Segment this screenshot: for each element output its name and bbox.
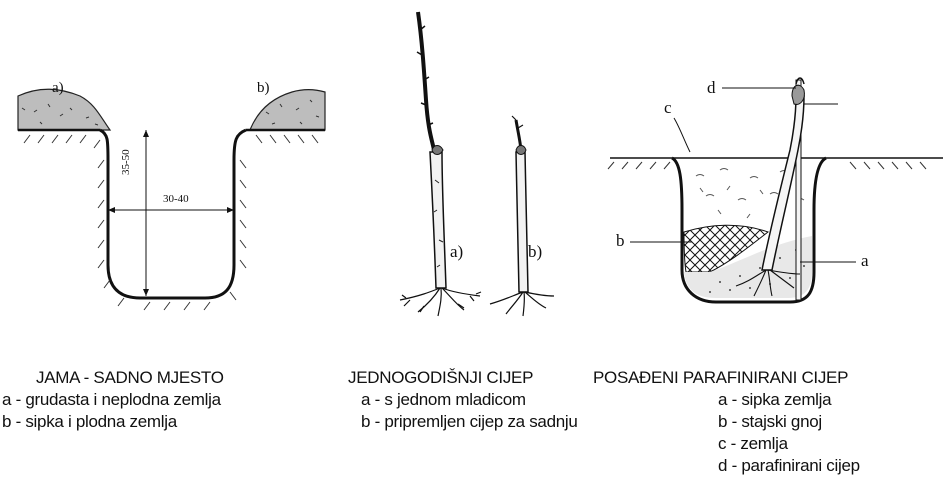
planted-label-b: b xyxy=(616,231,625,251)
pit-label-b: b) xyxy=(257,80,270,97)
pit-legend-a: a - grudasta i neplodna zemlja xyxy=(2,390,221,410)
cutting-b-roots xyxy=(490,292,554,316)
pit-width-label: 30-40 xyxy=(163,193,189,205)
planted-diagram xyxy=(600,0,943,330)
cutting-title: JEDNOGODIŠNJI CIJEP xyxy=(348,368,533,388)
planted-legend-b: b - stajski gnoj xyxy=(718,412,822,432)
cutting-a-roots xyxy=(400,288,481,316)
pit-diagram xyxy=(0,0,330,330)
planted-legend-d: d - parafinirani cijep xyxy=(718,456,860,476)
cutting-label-b: b) xyxy=(528,242,542,262)
planted-label-d: d xyxy=(707,78,716,98)
pit-label-a: a) xyxy=(52,80,64,97)
planted-title: POSAĐENI PARAFINIRANI CIJEP xyxy=(593,368,848,388)
cutting-b-stem xyxy=(516,152,528,292)
planted-legend-a: a - sipka zemlja xyxy=(718,390,831,410)
planted-label-c: c xyxy=(664,98,672,118)
planted-label-a: a xyxy=(861,251,869,271)
cutting-diagram xyxy=(340,0,590,330)
pit-legend-b: b - sipka i plodna zemlja xyxy=(2,412,177,432)
cutting-legend-b: b - pripremljen cijep za sadnju xyxy=(361,412,578,432)
pit-depth-label: 35-50 xyxy=(120,149,132,175)
cutting-legend-a: a - s jednom mladicom xyxy=(361,390,526,410)
pit-title: JAMA - SADNO MJESTO xyxy=(36,368,224,388)
planted-legend-c: c - zemlja xyxy=(718,434,788,454)
cutting-a-shoot xyxy=(418,12,434,150)
cutting-label-a: a) xyxy=(450,242,463,262)
cutting-a-stem xyxy=(430,152,446,288)
